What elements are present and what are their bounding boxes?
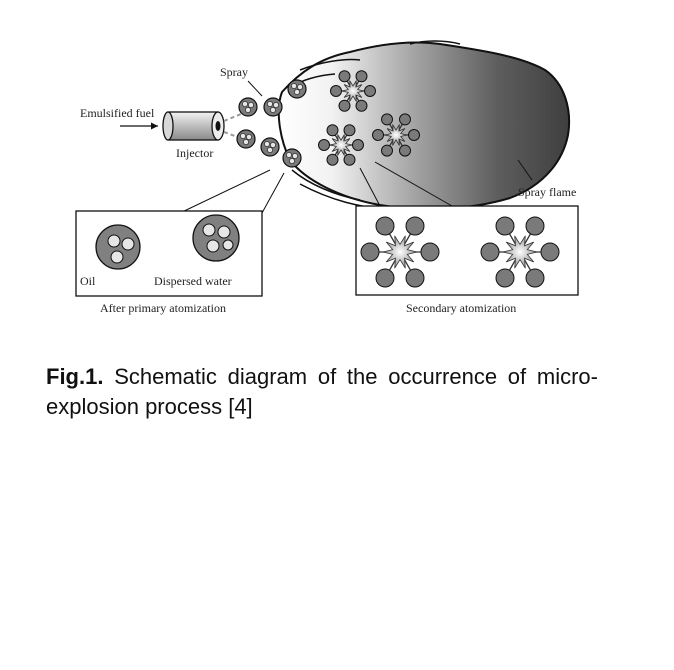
micro-explosion: [480, 216, 560, 288]
primary-atomization-box: [75, 210, 263, 297]
emulsified-fuel-label: Emulsified fuel: [80, 106, 155, 120]
emulsion-droplet: [282, 148, 302, 168]
emulsion-droplet: [238, 97, 258, 117]
micro-explosion-diagram: Spray Emulsified fuel Injector Spray fla…: [75, 40, 579, 315]
figure-caption-text: Schematic diagram of the occurrence of m…: [46, 364, 598, 419]
emulsion-droplet: [260, 137, 280, 157]
primary-atomization-caption: After primary atomization: [100, 301, 226, 315]
emulsion-droplet: [236, 129, 256, 149]
figure-caption: Fig.1. Schematic diagram of the occurren…: [46, 362, 598, 422]
secondary-atomization-caption: Secondary atomization: [406, 301, 516, 315]
figure-number: Fig.1.: [46, 364, 104, 389]
spray-label: Spray: [220, 65, 248, 79]
spray-cone: [223, 111, 247, 141]
emulsion-droplet: [263, 97, 283, 117]
emulsion-droplets: [236, 79, 307, 168]
micro-explosions: [318, 70, 420, 166]
emulsion-droplet: [287, 79, 307, 99]
oil-label: Oil: [80, 274, 96, 288]
dispersed-water-label: Dispersed water: [154, 274, 232, 288]
micro-explosion: [330, 70, 376, 112]
injector-label: Injector: [176, 146, 213, 160]
injector: [162, 111, 225, 141]
micro-explosion: [360, 216, 440, 288]
fuel-feed-arrow: [120, 122, 158, 130]
micro-explosion: [318, 124, 364, 166]
micro-explosion: [372, 113, 420, 157]
secondary-explosions: [360, 216, 560, 288]
spray-flame-label: Spray flame: [518, 185, 576, 199]
